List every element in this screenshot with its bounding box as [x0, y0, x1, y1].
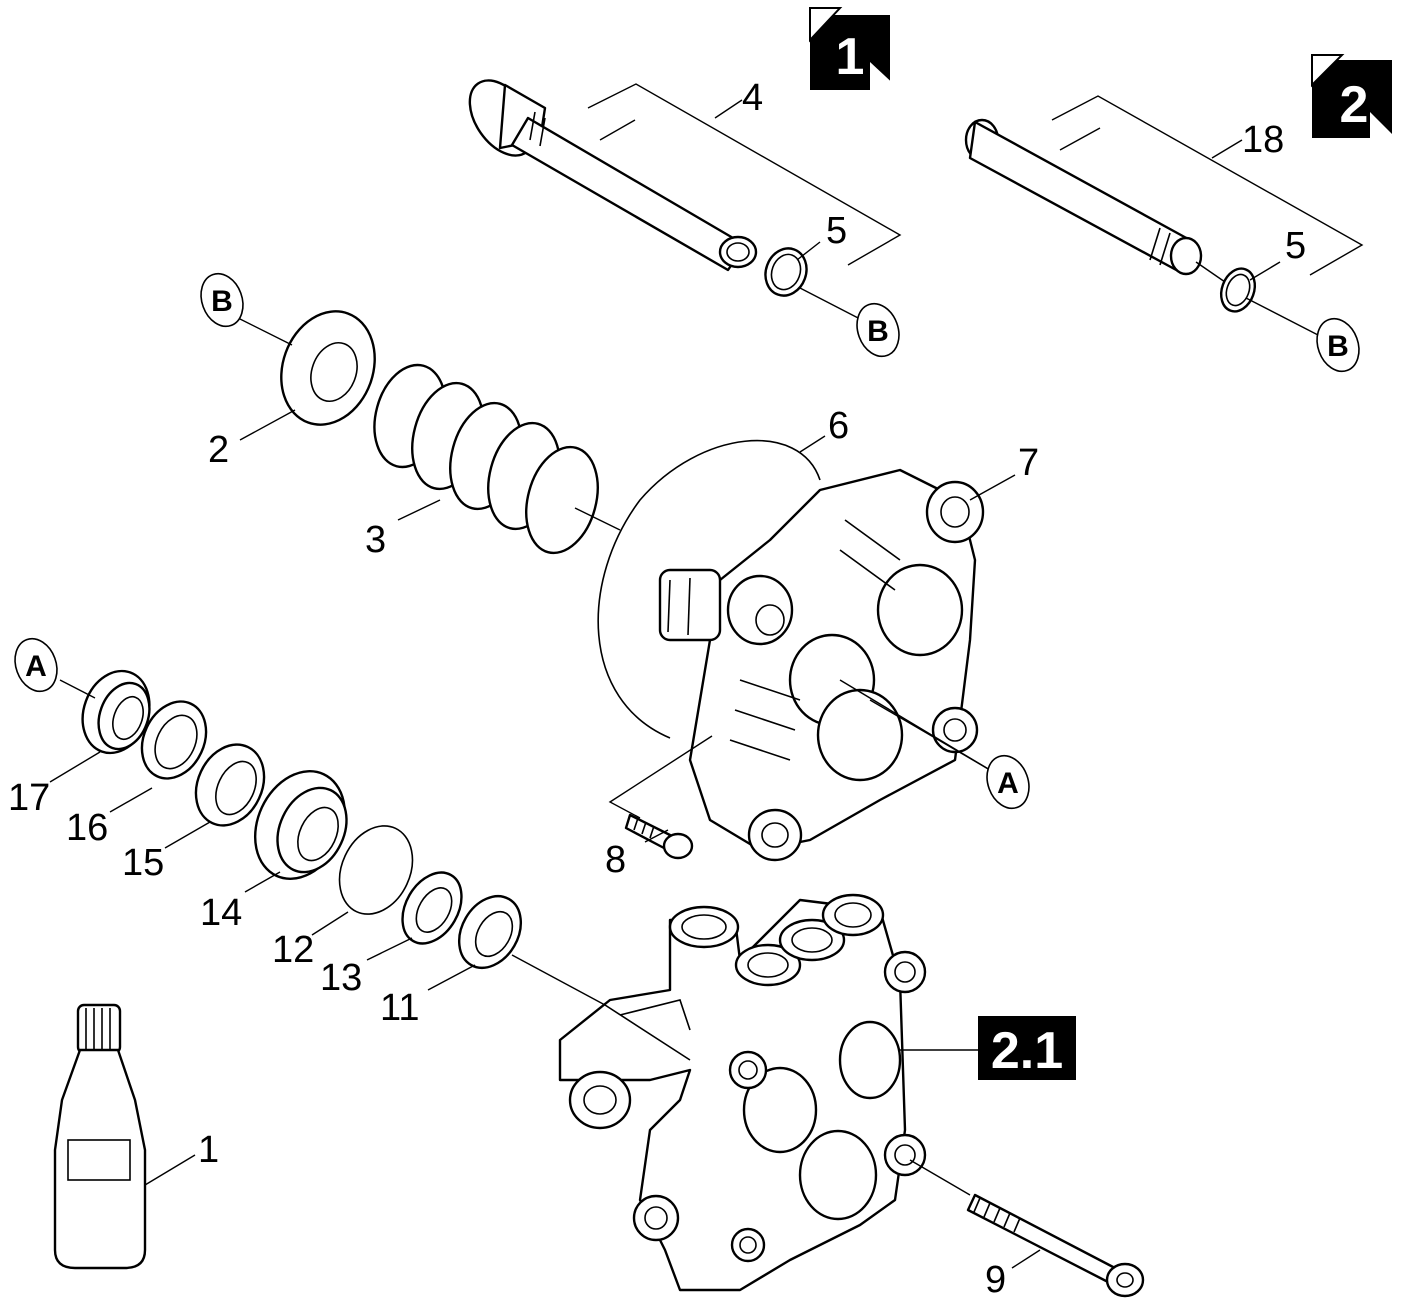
part-16-washer: [140, 700, 208, 780]
part-2-washer: [280, 310, 376, 426]
part-4-piston: [468, 79, 758, 272]
part-12-o-ring: [338, 825, 414, 915]
callout-5-right: 5: [1285, 225, 1306, 267]
badge-2-label: 2: [1340, 76, 1369, 134]
callout-2: 2: [208, 429, 229, 471]
ref-b-middle: B: [856, 302, 900, 358]
callout-7: 7: [1018, 442, 1039, 484]
section-badge-2-1: 2.1: [978, 1016, 1076, 1080]
part-1-oil-bottle: [53, 1003, 147, 1270]
part-2-1-manifold: [558, 893, 927, 1292]
ref-a-label: A: [997, 767, 1019, 800]
ref-a-right: A: [986, 754, 1030, 810]
part-15-seal: [194, 743, 266, 827]
ref-a-label: A: [25, 650, 47, 683]
callout-8: 8: [605, 839, 626, 881]
part-5-snap-ring-left: [764, 247, 808, 297]
callout-5-left: 5: [826, 210, 847, 252]
leader-lines: [49, 83, 1364, 1269]
callout-15: 15: [122, 842, 164, 884]
part-18-piston: [964, 118, 1203, 276]
part-9-bolt: [966, 1193, 1145, 1298]
part-5-snap-ring-right: [1219, 267, 1257, 313]
part-14-seal-housing: [253, 770, 348, 880]
part-11-seal: [457, 895, 523, 969]
part-17-threaded-seal: [81, 669, 151, 755]
ref-b-label: B: [211, 285, 233, 318]
callout-11: 11: [380, 987, 419, 1029]
callout-18: 18: [1242, 119, 1284, 161]
callout-16: 16: [66, 807, 108, 849]
callout-17: 17: [8, 777, 50, 819]
callout-13: 13: [320, 957, 362, 999]
ref-b-label: B: [867, 315, 889, 348]
callout-14: 14: [200, 892, 242, 934]
section-badge-1: 1: [809, 7, 900, 90]
section-badge-2: 2: [1311, 54, 1398, 140]
badge-2-1-label: 2.1: [991, 1022, 1063, 1080]
callout-12: 12: [272, 929, 314, 971]
callout-numbers: 4 18 5 5 2 3 6 7 8 17 16 15 14 12 13 11 …: [8, 77, 1306, 1301]
part-3-spring: [373, 363, 599, 555]
callout-3: 3: [365, 519, 386, 561]
ref-b-top-left: B: [200, 272, 244, 328]
callout-4: 4: [742, 77, 763, 119]
ref-a-left: A: [14, 637, 58, 693]
badge-1-label: 1: [836, 28, 865, 86]
callout-6: 6: [828, 405, 849, 447]
ref-b-right: B: [1316, 317, 1360, 373]
part-6-o-ring: [597, 439, 821, 739]
ref-b-label: B: [1327, 330, 1349, 363]
part-13-washer: [401, 871, 463, 945]
callout-1: 1: [198, 1129, 219, 1171]
part-7-pump-head: [658, 468, 985, 862]
part-8-screw: [624, 813, 694, 860]
callout-9: 9: [985, 1259, 1006, 1301]
